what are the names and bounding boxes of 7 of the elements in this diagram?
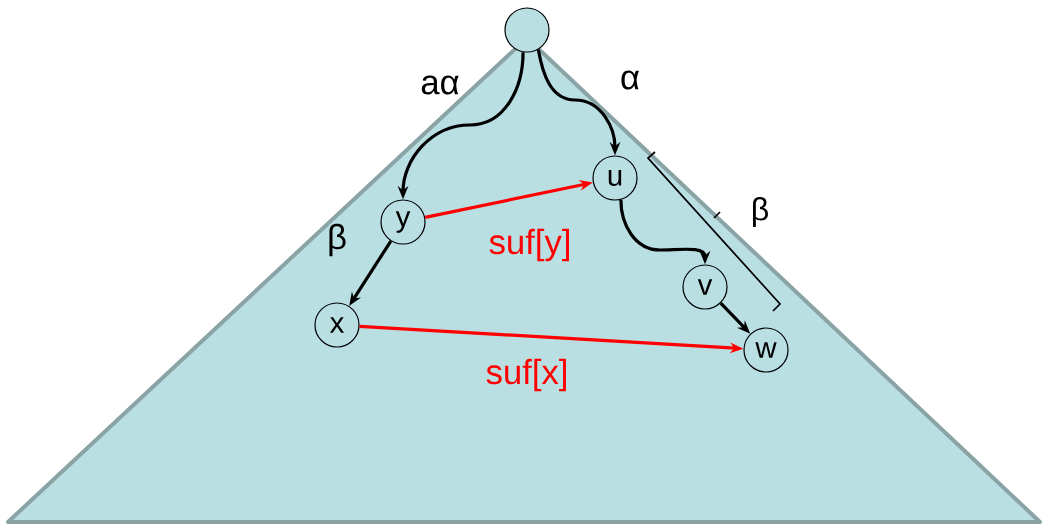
edge-label: suf[y]	[489, 228, 569, 262]
edge-label: α	[621, 70, 640, 90]
edge-label: aα	[421, 75, 459, 95]
edge-label: suf[x]	[486, 358, 566, 392]
tree-node-circle	[504, 7, 550, 53]
edge-label: β	[329, 223, 346, 257]
bracket-label: β	[753, 197, 768, 227]
